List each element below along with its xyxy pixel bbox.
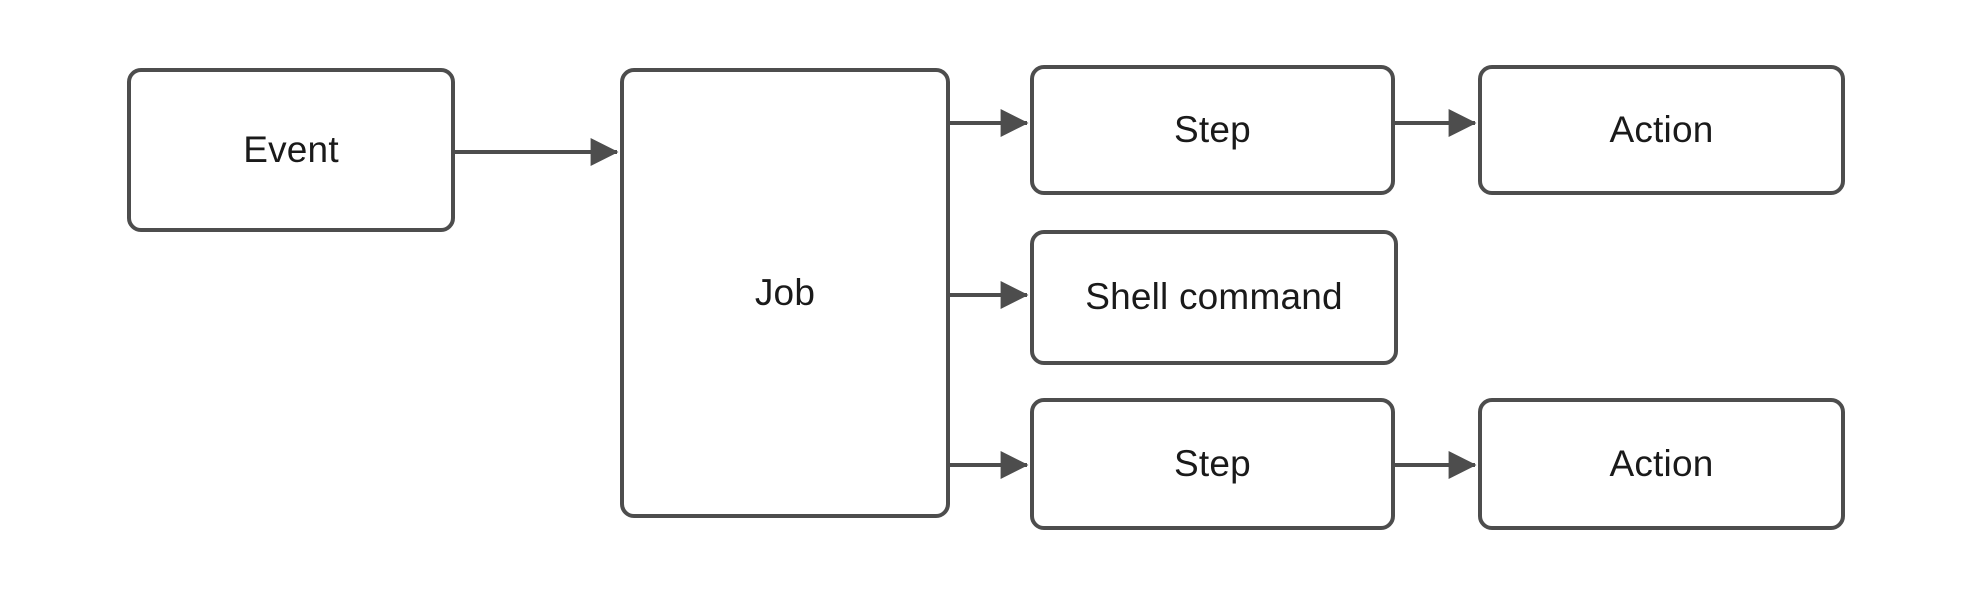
- node-action-top[interactable]: Action: [1478, 65, 1845, 195]
- connector-arrows: [455, 109, 1477, 479]
- node-label-action-bottom: Action: [1609, 442, 1714, 484]
- node-label-shell-command: Shell command: [1085, 276, 1343, 318]
- node-step-bottom[interactable]: Step: [1030, 398, 1395, 530]
- node-job[interactable]: Job: [620, 68, 950, 518]
- node-label-step-top: Step: [1174, 108, 1251, 150]
- node-action-bottom[interactable]: Action: [1478, 398, 1845, 530]
- node-event[interactable]: Event: [127, 68, 455, 232]
- node-shell-command[interactable]: Shell command: [1030, 230, 1398, 365]
- node-label-event: Event: [243, 128, 339, 170]
- node-label-job: Job: [754, 271, 816, 313]
- node-label-action-top: Action: [1609, 108, 1714, 150]
- node-step-top[interactable]: Step: [1030, 65, 1395, 195]
- node-label-step-bottom: Step: [1174, 442, 1251, 484]
